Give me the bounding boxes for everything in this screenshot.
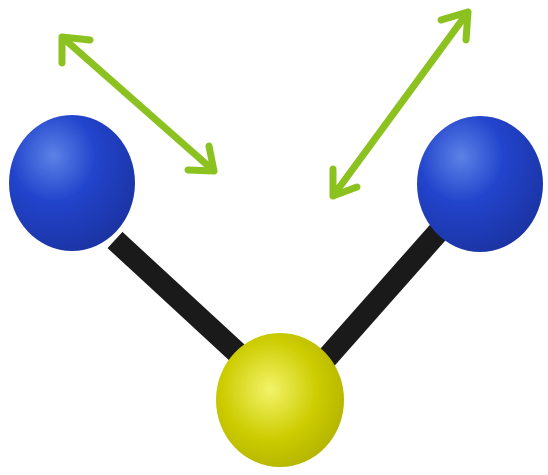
bond-right — [316, 222, 449, 368]
atom-left-blue — [9, 115, 135, 251]
bond-left — [107, 231, 253, 369]
arrow-right-double — [329, 8, 472, 200]
atom-center-yellow — [216, 333, 344, 467]
atom-right-blue — [417, 116, 543, 252]
arrow-left-double — [58, 33, 218, 175]
